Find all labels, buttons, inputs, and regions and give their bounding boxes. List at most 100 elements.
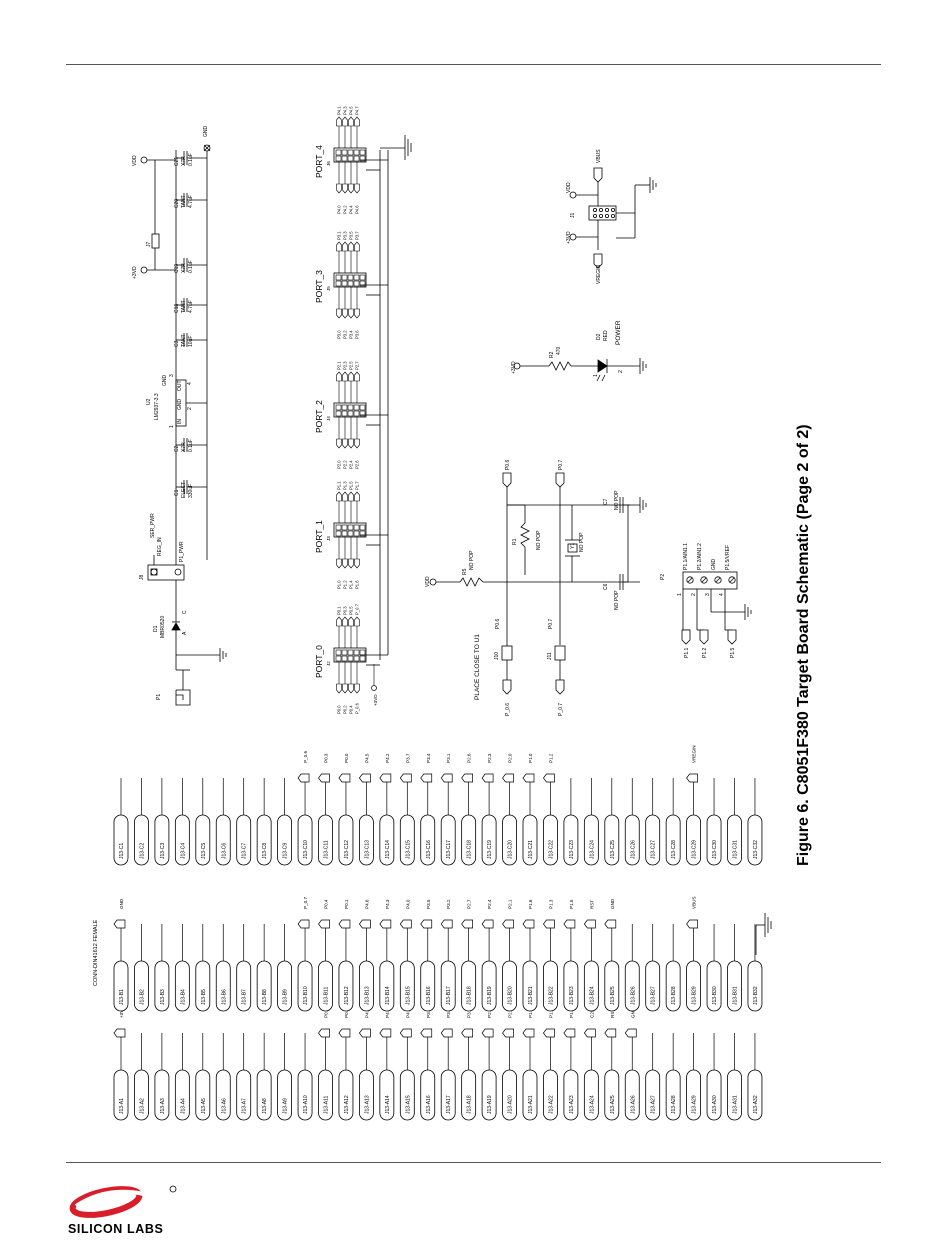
- connector-pin-label: J13-B11: [324, 987, 330, 1005]
- c18-type: TANT: [181, 300, 187, 313]
- port-ref: J2: [326, 661, 331, 666]
- connector-pin-label: J13-B8: [262, 989, 268, 1005]
- c21-type: X7R: [181, 156, 187, 166]
- port-pin-label: P2.3: [343, 361, 348, 370]
- connector-pin-label: J13-B24: [589, 986, 595, 1005]
- c6-value: NO POP: [614, 590, 620, 610]
- net-flag-label: P4.7: [364, 1008, 369, 1018]
- port-pin-label: P2.0: [337, 460, 342, 469]
- connector-pin-label: J13-B10: [303, 986, 309, 1005]
- p2-pin-3-num: 3: [705, 593, 711, 596]
- net-flag-label: P1.5: [569, 899, 574, 909]
- net-flag-label: P3.2: [446, 899, 451, 909]
- net-flag: [440, 1028, 453, 1038]
- connector-pin-label: J13-A24: [589, 1095, 595, 1114]
- net-flag: [563, 1028, 576, 1038]
- net-flag: [399, 1028, 412, 1038]
- net-flag-label: P1.1: [569, 1008, 574, 1018]
- net-flag: [358, 919, 371, 929]
- p2-pin-4-net: P1.5/VREF: [725, 545, 731, 570]
- connector-pin-label: J13-A20: [508, 1095, 514, 1114]
- port-pin-label: P2.7: [355, 361, 360, 370]
- net-flag-label: P4.6: [364, 899, 369, 909]
- led-labels: +3VD R2 470 D2 RED POWER 1 2: [511, 320, 624, 377]
- connector-pin-label: J13-C30: [712, 840, 718, 859]
- port-name: PORT_2: [314, 400, 324, 433]
- top-rule: [66, 64, 881, 65]
- r5-value: NO POP: [469, 550, 475, 570]
- net-flag: [624, 1028, 637, 1038]
- net-flag-label: P0.1: [344, 899, 349, 909]
- gnd-label: GND: [203, 126, 209, 138]
- connector-pin-label: J13-C1: [119, 843, 125, 859]
- net-flag-label: P2.4: [487, 899, 492, 909]
- port-pin-label: P2.6: [355, 460, 360, 469]
- d2-ref: D2: [596, 333, 602, 340]
- port-ref: J5: [326, 286, 331, 291]
- net-flag: [399, 773, 412, 783]
- p1-ref: P1: [156, 694, 162, 700]
- port-bus-wires: [360, 135, 412, 666]
- net-flag: [583, 1028, 596, 1038]
- connector-pin-label: J13-B32: [753, 986, 759, 1005]
- vdd-label: VDD: [132, 155, 138, 166]
- port-pin-label: P3.7: [355, 231, 360, 240]
- u2-gnd-1: GND: [177, 399, 183, 411]
- net-flag: [543, 919, 555, 929]
- port-pin-label: P4.4: [349, 205, 354, 214]
- net-flag: [583, 919, 596, 929]
- u2-pin-4: 4: [187, 382, 193, 385]
- connector-pin-label: J13-C31: [733, 840, 739, 859]
- port-pin-label: P0.5: [349, 606, 354, 615]
- connector-pin-label: J13-C8: [262, 843, 268, 859]
- connector-pin-label: J13-B17: [446, 986, 452, 1005]
- net-flag: [379, 1028, 392, 1038]
- connector-pin-label: J13-A12: [344, 1095, 350, 1114]
- net-flag-label: +3VD: [119, 1006, 124, 1018]
- c3-ref: C3: [174, 340, 180, 347]
- c3-type: TANT: [181, 334, 187, 347]
- net-flag-label: P0.0: [344, 753, 349, 763]
- port-pin-label: P3.5: [349, 231, 354, 240]
- net-flag-label: P0.4: [324, 899, 329, 909]
- net-flag: [297, 773, 310, 783]
- net-flag: [543, 773, 555, 783]
- net-flag: [502, 1028, 514, 1038]
- c1-value: 330uF: [188, 484, 194, 498]
- connector-pin-label: J13-B5: [201, 989, 207, 1005]
- connector-pin-label: J13-A3: [160, 1098, 166, 1114]
- j1-plus3vd: +3VD: [566, 231, 572, 244]
- port-name: PORT_4: [314, 145, 324, 178]
- port-pin-label: P3.2: [343, 330, 348, 339]
- p2-labels: P2 P1.1/AIN1.1 P1.2/AIN1.2 GND P1.5/VREF…: [660, 543, 736, 658]
- connector-pin-label: J13-A15: [405, 1095, 411, 1114]
- connector-pin-label: J13-B12: [344, 986, 350, 1005]
- c19-value: 0.1uF: [188, 260, 194, 273]
- y1-value: NO POP: [579, 532, 585, 552]
- u2-out: OUT: [177, 380, 183, 391]
- c6-ref: C6: [603, 583, 609, 590]
- net-flag: [420, 919, 433, 929]
- net-flag-label: GND: [610, 898, 615, 909]
- net-flag: [686, 773, 698, 783]
- connector-pin-label: J13-B21: [528, 986, 534, 1005]
- net-flag: [113, 919, 126, 929]
- port-name: PORT_3: [314, 270, 324, 303]
- net-flag-label: P0.3: [324, 753, 329, 763]
- net-flag-label: P1.4: [548, 1008, 553, 1018]
- net-flag-label: P1.3: [548, 899, 553, 909]
- connector-pin-label: J13-B6: [221, 989, 227, 1005]
- r5-ref: R5: [462, 568, 468, 575]
- net-flag: [113, 1028, 126, 1038]
- net-flag: [481, 919, 494, 929]
- connector-title: CONN-DIN41612 FEMALE: [93, 919, 99, 986]
- port-pin-label: P1.5: [349, 481, 354, 490]
- net-flag-label: VBUS: [692, 896, 697, 909]
- j1-labels: J1 VDD VBUS +3VD VREGIN: [566, 149, 602, 284]
- net-flag: [461, 1028, 473, 1038]
- net-flag: [318, 919, 330, 929]
- connector-pin-label: J13-B20: [508, 986, 514, 1005]
- port-pin-label: P4.6: [355, 205, 360, 214]
